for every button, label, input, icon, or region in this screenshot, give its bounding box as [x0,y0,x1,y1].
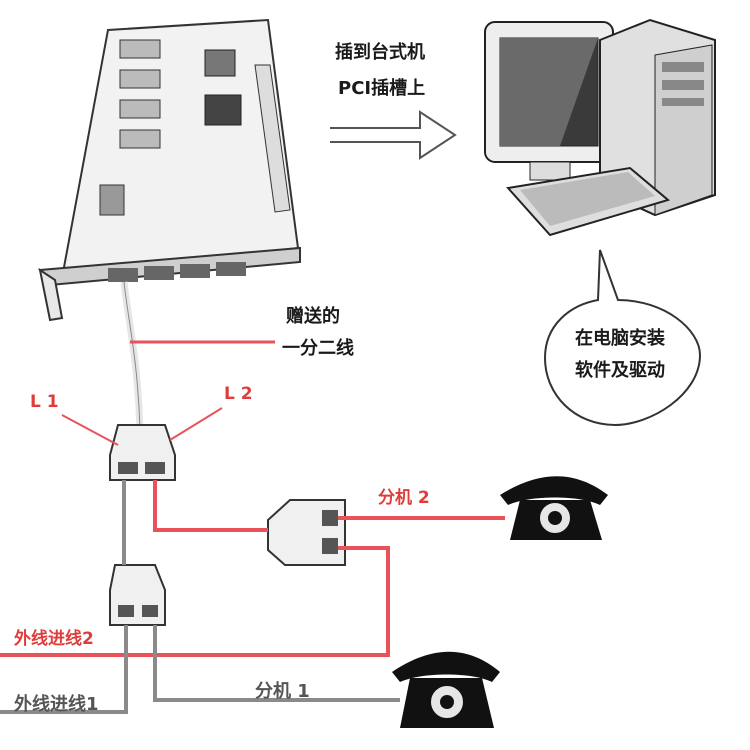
bubble-line-1: 在电脑安装 [575,328,665,349]
speech-bubble [543,249,702,427]
gift-cable-line-1: 赠送的 [286,306,340,327]
telephone-2-icon [500,476,608,540]
extension-1-label: 分机 1 [255,681,310,702]
extension-2-label: 分机 2 [378,488,430,508]
bubble-line-2: 软件及驱动 [575,360,665,381]
instruction-line-1: 插到台式机 [335,42,425,63]
l1-pointer [61,414,119,446]
red-line-l2 [153,480,268,532]
telephone-1-icon [392,651,500,728]
pci-card [38,18,301,322]
gray-line-outside1 [0,625,128,714]
splitter-main [109,424,176,481]
arrow [330,110,457,160]
splitter-middle [267,499,346,566]
instruction-line-2: PCI插槽上 [338,78,426,99]
port-l2-label: L 2 [224,384,253,404]
port-l1-label: L 1 [30,392,59,412]
desktop-computer [484,18,716,237]
outside-line-2-label: 外线进线2 [14,629,94,649]
gift-cable-line-2: 一分二线 [282,338,354,359]
red-line-outside2 [0,546,390,657]
l2-pointer [169,407,223,441]
outside-line-1-label: 外线进线1 [14,694,99,715]
splitter-lower [109,564,166,626]
gray-line-ext1 [153,625,400,702]
